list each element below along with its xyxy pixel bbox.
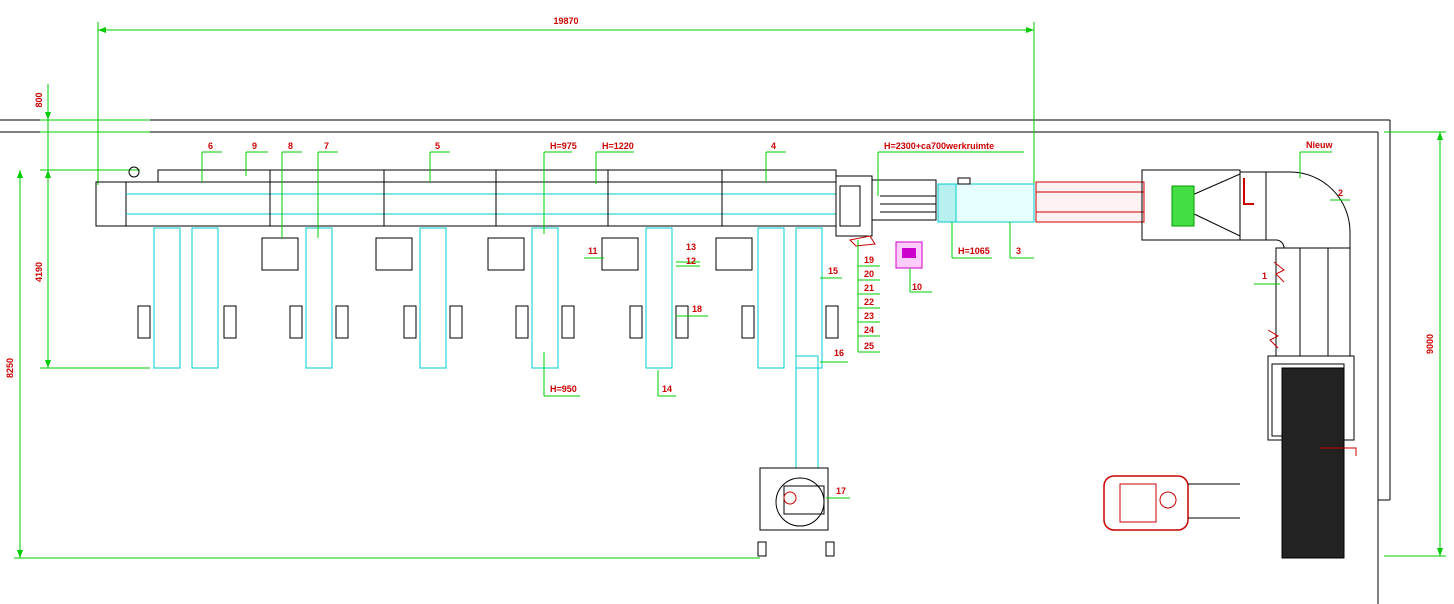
label-24: 24 xyxy=(864,325,874,335)
label-16: 16 xyxy=(834,348,844,358)
branch-conveyor xyxy=(757,355,835,557)
label-1: 1 xyxy=(1262,271,1267,281)
label-17: 17 xyxy=(836,486,846,496)
hopper xyxy=(1141,169,1267,241)
label-h975: H=975 xyxy=(550,141,577,151)
control-panel xyxy=(895,241,923,269)
label-5: 5 xyxy=(435,141,440,151)
label-23: 23 xyxy=(864,311,874,321)
dim-19870: 19870 xyxy=(553,16,578,26)
label-3: 3 xyxy=(1016,246,1021,256)
dimension-right: 9000 xyxy=(1384,131,1446,557)
dim-800: 800 xyxy=(34,92,44,107)
conveyor-3 xyxy=(937,177,1035,223)
building-outline xyxy=(0,119,1391,604)
label-13: 13 xyxy=(686,242,696,252)
dim-9000: 9000 xyxy=(1425,334,1435,354)
label-10: 10 xyxy=(912,282,922,292)
label-12: 12 xyxy=(686,256,696,266)
forklift xyxy=(1103,475,1240,531)
label-h1065: H=1065 xyxy=(958,246,990,256)
label-21: 21 xyxy=(864,283,874,293)
label-h950: H=950 xyxy=(550,384,577,394)
label-7: 7 xyxy=(324,141,329,151)
label-15: 15 xyxy=(828,266,838,276)
roller-conveyor xyxy=(1035,181,1145,223)
label-20: 20 xyxy=(864,269,874,279)
label-nieuw: Nieuw xyxy=(1306,140,1334,150)
stacker xyxy=(1267,355,1357,559)
label-2: 2 xyxy=(1338,188,1343,198)
label-8: 8 xyxy=(288,141,293,151)
label-6: 6 xyxy=(208,141,213,151)
label-h1220: H=1220 xyxy=(602,141,634,151)
drop-lanes xyxy=(137,227,839,369)
curved-conveyor-2 xyxy=(1266,171,1351,357)
dimension-left: 800 4190 8250 xyxy=(5,84,760,559)
dim-4190: 4190 xyxy=(34,262,44,282)
label-4: 4 xyxy=(771,141,776,151)
label-18: 18 xyxy=(692,304,702,314)
label-14: 14 xyxy=(662,384,672,394)
item-labels: 6 9 8 7 5 4 3 2 1 Nieuw 11 13 12 18 14 1… xyxy=(208,140,1343,496)
label-19: 19 xyxy=(864,255,874,265)
dim-8250: 8250 xyxy=(5,358,15,378)
dimension-total-length: 19870 xyxy=(97,16,1035,185)
label-22: 22 xyxy=(864,297,874,307)
label-h2300: H=2300+ca700werkruimte xyxy=(884,141,994,151)
label-9: 9 xyxy=(252,141,257,151)
label-11: 11 xyxy=(588,246,598,256)
main-conveyor xyxy=(95,166,937,247)
label-25: 25 xyxy=(864,341,874,351)
leader-lines xyxy=(201,151,1350,499)
